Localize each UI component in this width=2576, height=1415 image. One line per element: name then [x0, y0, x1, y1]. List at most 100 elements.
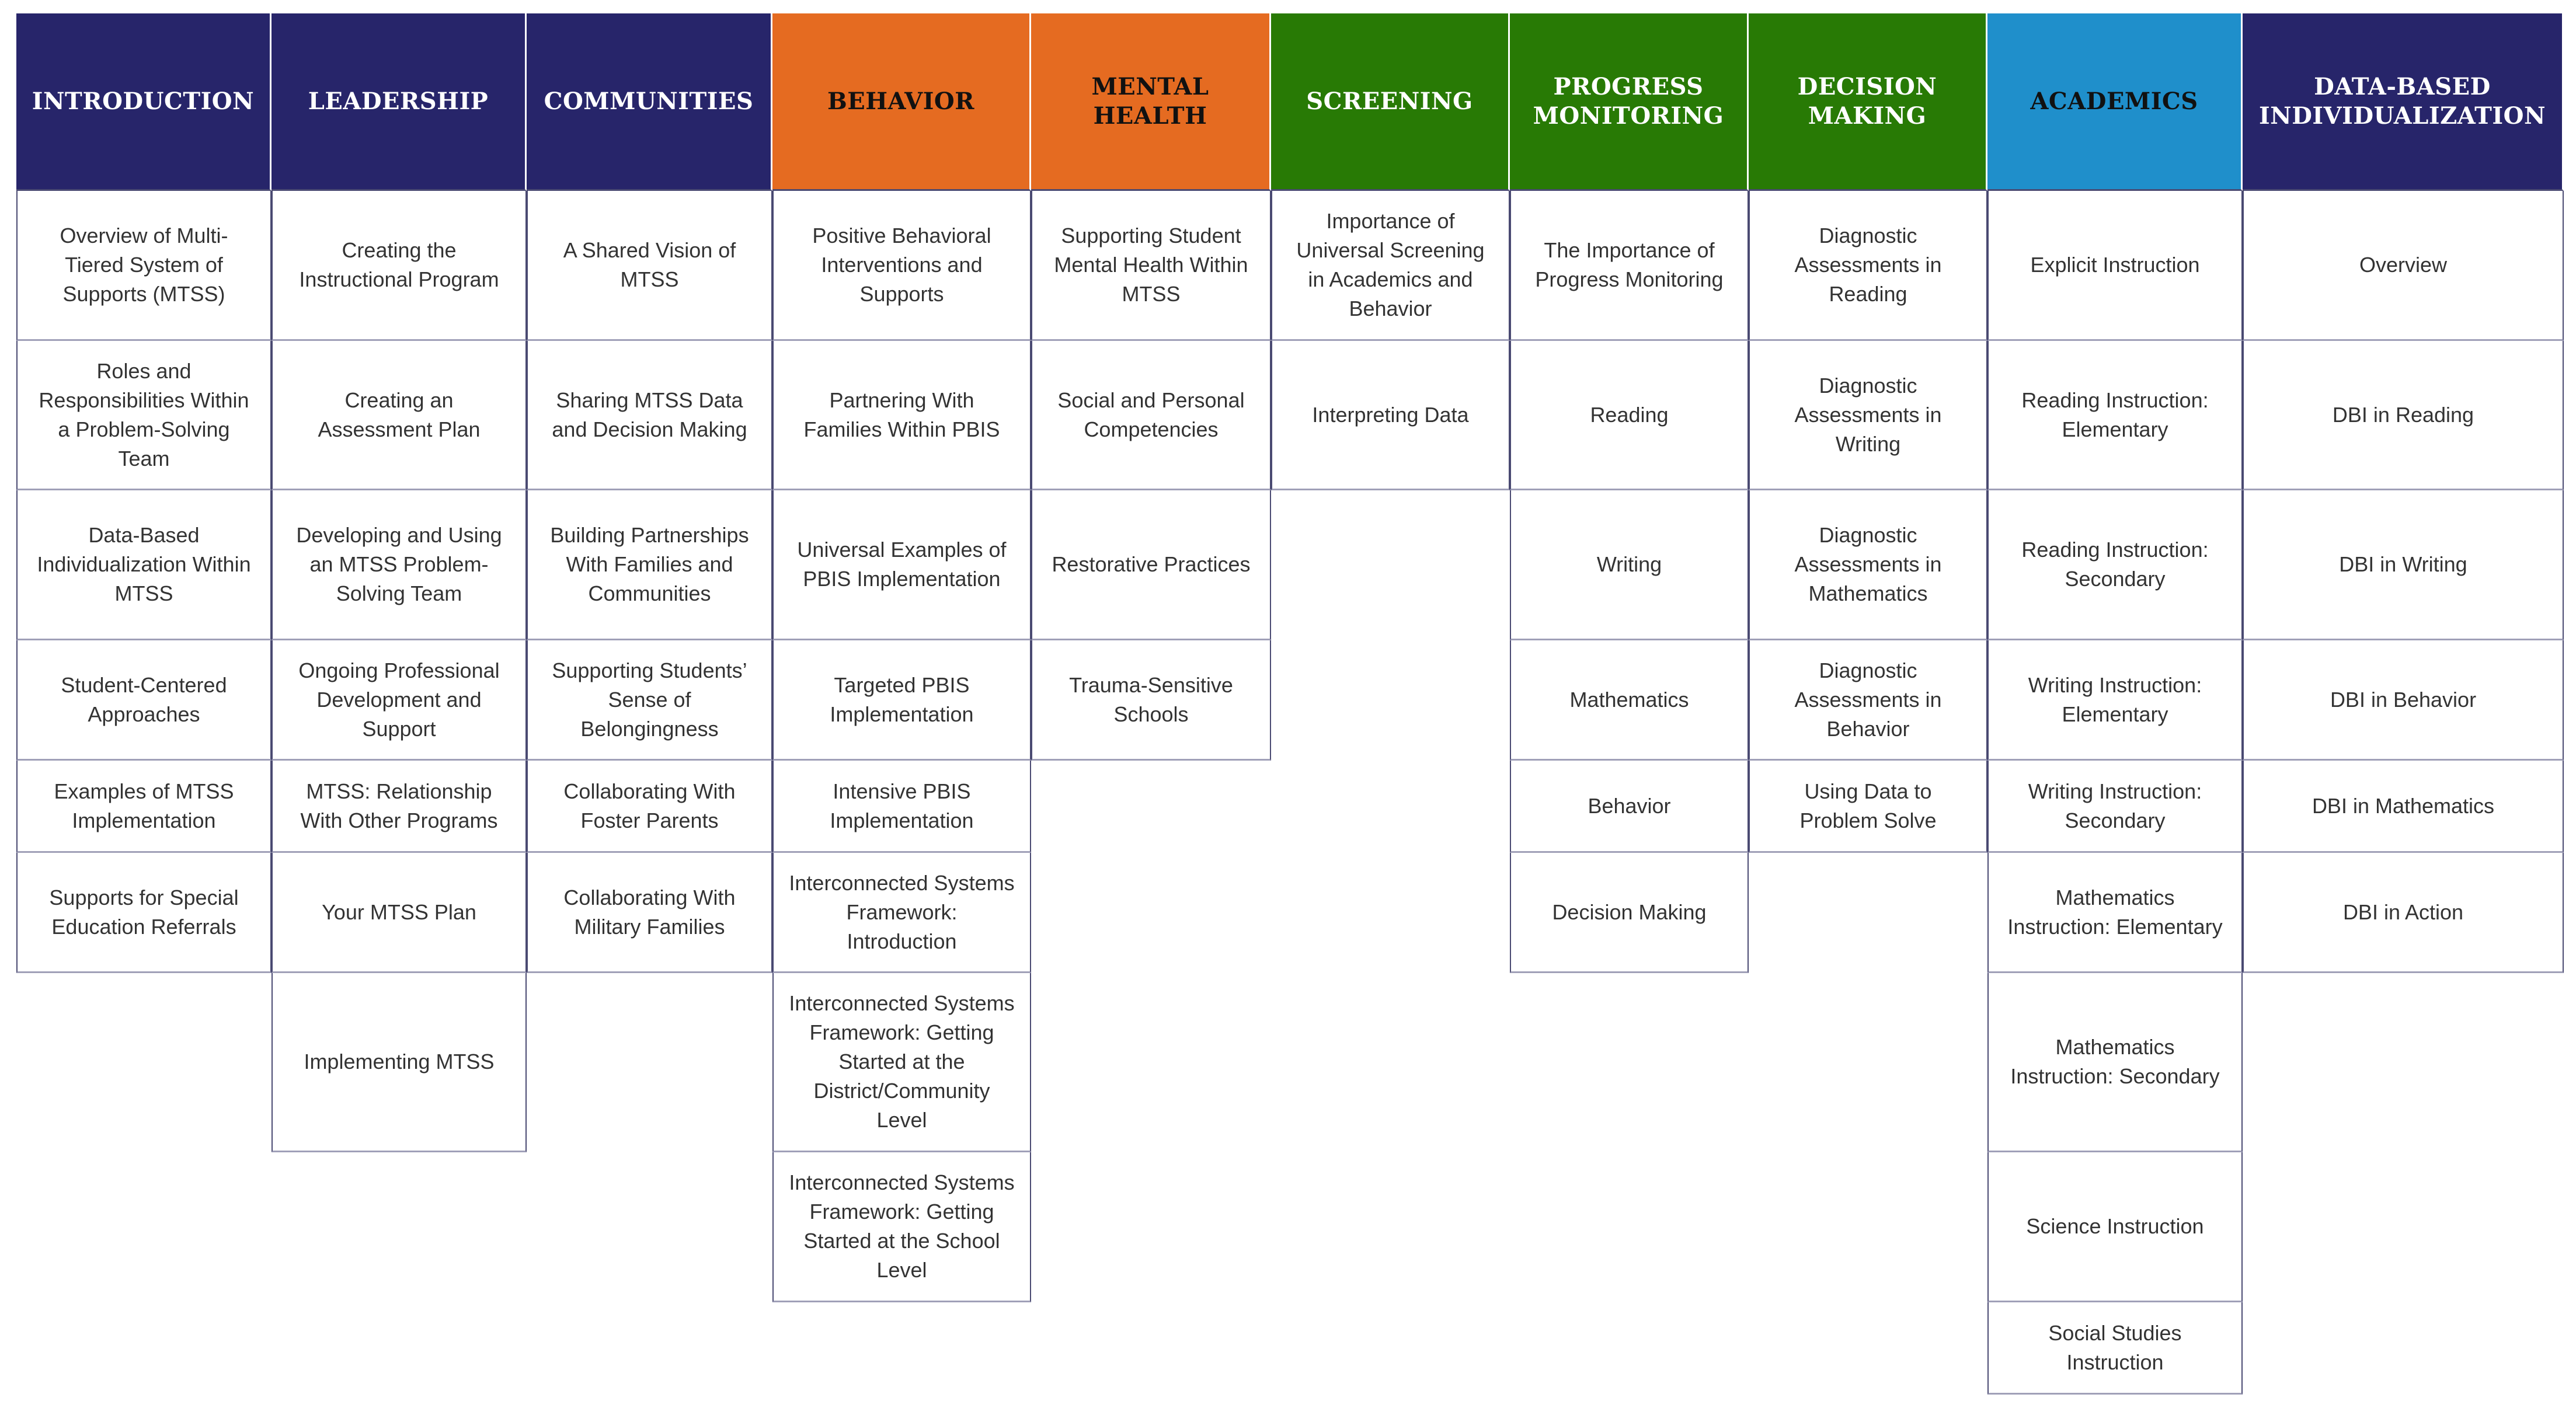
module-cell[interactable]: DBI in Action	[2243, 853, 2564, 973]
module-label: Supporting Students’ Sense of Belongingn…	[552, 658, 747, 741]
module-label: Mathematics	[1569, 687, 1689, 712]
module-label: Developing and Using an MTSS Problem-Sol…	[296, 523, 502, 605]
module-cell[interactable]: Writing Instruction: Elementary	[1987, 640, 2243, 761]
module-cell[interactable]: Collaborating With Military Families	[527, 853, 772, 973]
module-label: Reading	[1590, 402, 1669, 427]
module-cell[interactable]: Decision Making	[1510, 853, 1749, 973]
module-cell[interactable]: Interconnected Systems Framework: Introd…	[772, 853, 1031, 973]
module-cell[interactable]: Implementing MTSS	[271, 973, 527, 1152]
module-cell[interactable]: Universal Examples of PBIS Implementatio…	[772, 490, 1031, 640]
module-cell[interactable]: DBI in Mathematics	[2243, 761, 2564, 853]
column-header-decision-making: DECISION MAKING	[1749, 13, 1987, 191]
module-cell[interactable]: Your MTSS Plan	[271, 853, 527, 973]
module-label: Building Partnerships With Families and …	[550, 523, 749, 605]
module-label: Supports for Special Education Referrals	[49, 885, 239, 939]
module-cell[interactable]: Trauma-Sensitive Schools	[1031, 640, 1271, 761]
module-cell[interactable]: DBI in Behavior	[2243, 640, 2564, 761]
module-label: Interconnected Systems Framework: Gettin…	[789, 1170, 1015, 1282]
module-cell[interactable]: Collaborating With Foster Parents	[527, 761, 772, 853]
module-cell[interactable]: Roles and Responsibilities Within a Prob…	[16, 341, 271, 490]
module-label: Restorative Practices	[1052, 552, 1251, 576]
module-cell[interactable]: A Shared Vision of MTSS	[527, 191, 772, 341]
module-cell[interactable]: Writing	[1510, 490, 1749, 640]
module-cell[interactable]: Partnering With Families Within PBIS	[772, 341, 1031, 490]
module-cell[interactable]: Diagnostic Assessments in Reading	[1749, 191, 1987, 341]
module-label: Mathematics Instruction: Secondary	[2010, 1035, 2220, 1088]
module-cell[interactable]: Mathematics Instruction: Elementary	[1987, 853, 2243, 973]
module-cell[interactable]: Supports for Special Education Referrals	[16, 853, 271, 973]
module-cell[interactable]: Overview of Multi-Tiered System of Suppo…	[16, 191, 271, 341]
module-label: Sharing MTSS Data and Decision Making	[552, 388, 747, 441]
module-label: Diagnostic Assessments in Reading	[1794, 224, 1942, 306]
module-label: Overview of Multi-Tiered System of Suppo…	[60, 224, 228, 306]
column-header-data-based-individualization: DATA-BASED INDIVIDUALIZATION	[2243, 13, 2564, 191]
module-cell[interactable]: Restorative Practices	[1031, 490, 1271, 640]
module-cell[interactable]: Science Instruction	[1987, 1152, 2243, 1302]
module-cell[interactable]: Diagnostic Assessments in Behavior	[1749, 640, 1987, 761]
module-label: Interpreting Data	[1312, 402, 1469, 427]
module-label: MTSS: Relationship With Other Programs	[300, 779, 498, 832]
module-cell[interactable]: Diagnostic Assessments in Mathematics	[1749, 490, 1987, 640]
module-label: Overview	[2359, 253, 2448, 277]
module-cell[interactable]: DBI in Reading	[2243, 341, 2564, 490]
module-cell[interactable]: Supporting Student Mental Health Within …	[1031, 191, 1271, 341]
module-label: DBI in Writing	[2339, 552, 2467, 576]
module-cell[interactable]: Social and Personal Competencies	[1031, 341, 1271, 490]
module-cell[interactable]: The Importance of Progress Monitoring	[1510, 191, 1749, 341]
module-label: Examples of MTSS Implementation	[54, 779, 234, 832]
module-cell[interactable]: Intensive PBIS Implementation	[772, 761, 1031, 853]
module-label: Your MTSS Plan	[322, 900, 476, 924]
module-label: Writing Instruction: Secondary	[2028, 779, 2202, 832]
module-cell[interactable]: Supporting Students’ Sense of Belongingn…	[527, 640, 772, 761]
module-cell[interactable]: Creating an Assessment Plan	[271, 341, 527, 490]
module-cell[interactable]: MTSS: Relationship With Other Programs	[271, 761, 527, 853]
module-cell[interactable]: Reading	[1510, 341, 1749, 490]
module-cell[interactable]: Positive Behavioral Interventions and Su…	[772, 191, 1031, 341]
module-cell[interactable]: Using Data to Problem Solve	[1749, 761, 1987, 853]
column-header-progress-monitoring: PROGRESS MONITORING	[1510, 13, 1749, 191]
module-cell[interactable]: Student-Centered Approaches	[16, 640, 271, 761]
module-label: Implementing MTSS	[304, 1050, 495, 1074]
module-cell[interactable]: Interpreting Data	[1271, 341, 1510, 490]
module-cell[interactable]: Writing Instruction: Secondary	[1987, 761, 2243, 853]
module-cell[interactable]: Mathematics	[1510, 640, 1749, 761]
module-cell[interactable]: Examples of MTSS Implementation	[16, 761, 271, 853]
module-cell[interactable]: Reading Instruction: Secondary	[1987, 490, 2243, 640]
column-header-communities: COMMUNITIES	[527, 13, 772, 191]
module-cell[interactable]: Data-Based Individualization Within MTSS	[16, 490, 271, 640]
module-cell[interactable]: Mathematics Instruction: Secondary	[1987, 973, 2243, 1152]
module-label: Using Data to Problem Solve	[1799, 779, 1937, 832]
module-cell[interactable]: DBI in Writing	[2243, 490, 2564, 640]
module-label: Decision Making	[1552, 900, 1707, 924]
module-label: Diagnostic Assessments in Writing	[1794, 373, 1942, 456]
module-label: Collaborating With Military Families	[563, 885, 736, 939]
module-cell[interactable]: Building Partnerships With Families and …	[527, 490, 772, 640]
module-cell[interactable]: Sharing MTSS Data and Decision Making	[527, 341, 772, 490]
module-label: Partnering With Families Within PBIS	[803, 388, 1000, 441]
module-label: Roles and Responsibilities Within a Prob…	[39, 358, 249, 470]
module-cell[interactable]: Diagnostic Assessments in Writing	[1749, 341, 1987, 490]
module-cell[interactable]: Importance of Universal Screening in Aca…	[1271, 191, 1510, 341]
module-cell[interactable]: Interconnected Systems Framework: Gettin…	[772, 1152, 1031, 1302]
module-cell[interactable]: Interconnected Systems Framework: Gettin…	[772, 973, 1031, 1152]
module-cell[interactable]: Explicit Instruction	[1987, 191, 2243, 341]
module-cell[interactable]: Targeted PBIS Implementation	[772, 640, 1031, 761]
module-label: Trauma-Sensitive Schools	[1069, 672, 1233, 726]
module-cell[interactable]: Overview	[2243, 191, 2564, 341]
module-cell[interactable]: Behavior	[1510, 761, 1749, 853]
module-cell[interactable]: Developing and Using an MTSS Problem-Sol…	[271, 490, 527, 640]
module-cell[interactable]: Ongoing Professional Development and Sup…	[271, 640, 527, 761]
module-label: Interconnected Systems Framework: Gettin…	[789, 991, 1015, 1132]
module-cell[interactable]: Creating the Instructional Program	[271, 191, 527, 341]
module-label: DBI in Action	[2342, 900, 2464, 924]
column-header-mental-health: MENTAL HEALTH	[1031, 13, 1271, 191]
column-header-behavior: BEHAVIOR	[772, 13, 1031, 191]
module-label: The Importance of Progress Monitoring	[1535, 238, 1724, 291]
module-label: Reading Instruction: Secondary	[2021, 538, 2209, 591]
module-cell[interactable]: Reading Instruction: Elementary	[1987, 341, 2243, 490]
column-header-leadership: LEADERSHIP	[271, 13, 527, 191]
module-label: Diagnostic Assessments in Behavior	[1794, 658, 1942, 741]
module-cell[interactable]: Social Studies Instruction	[1987, 1302, 2243, 1395]
module-label: Intensive PBIS Implementation	[830, 779, 974, 832]
